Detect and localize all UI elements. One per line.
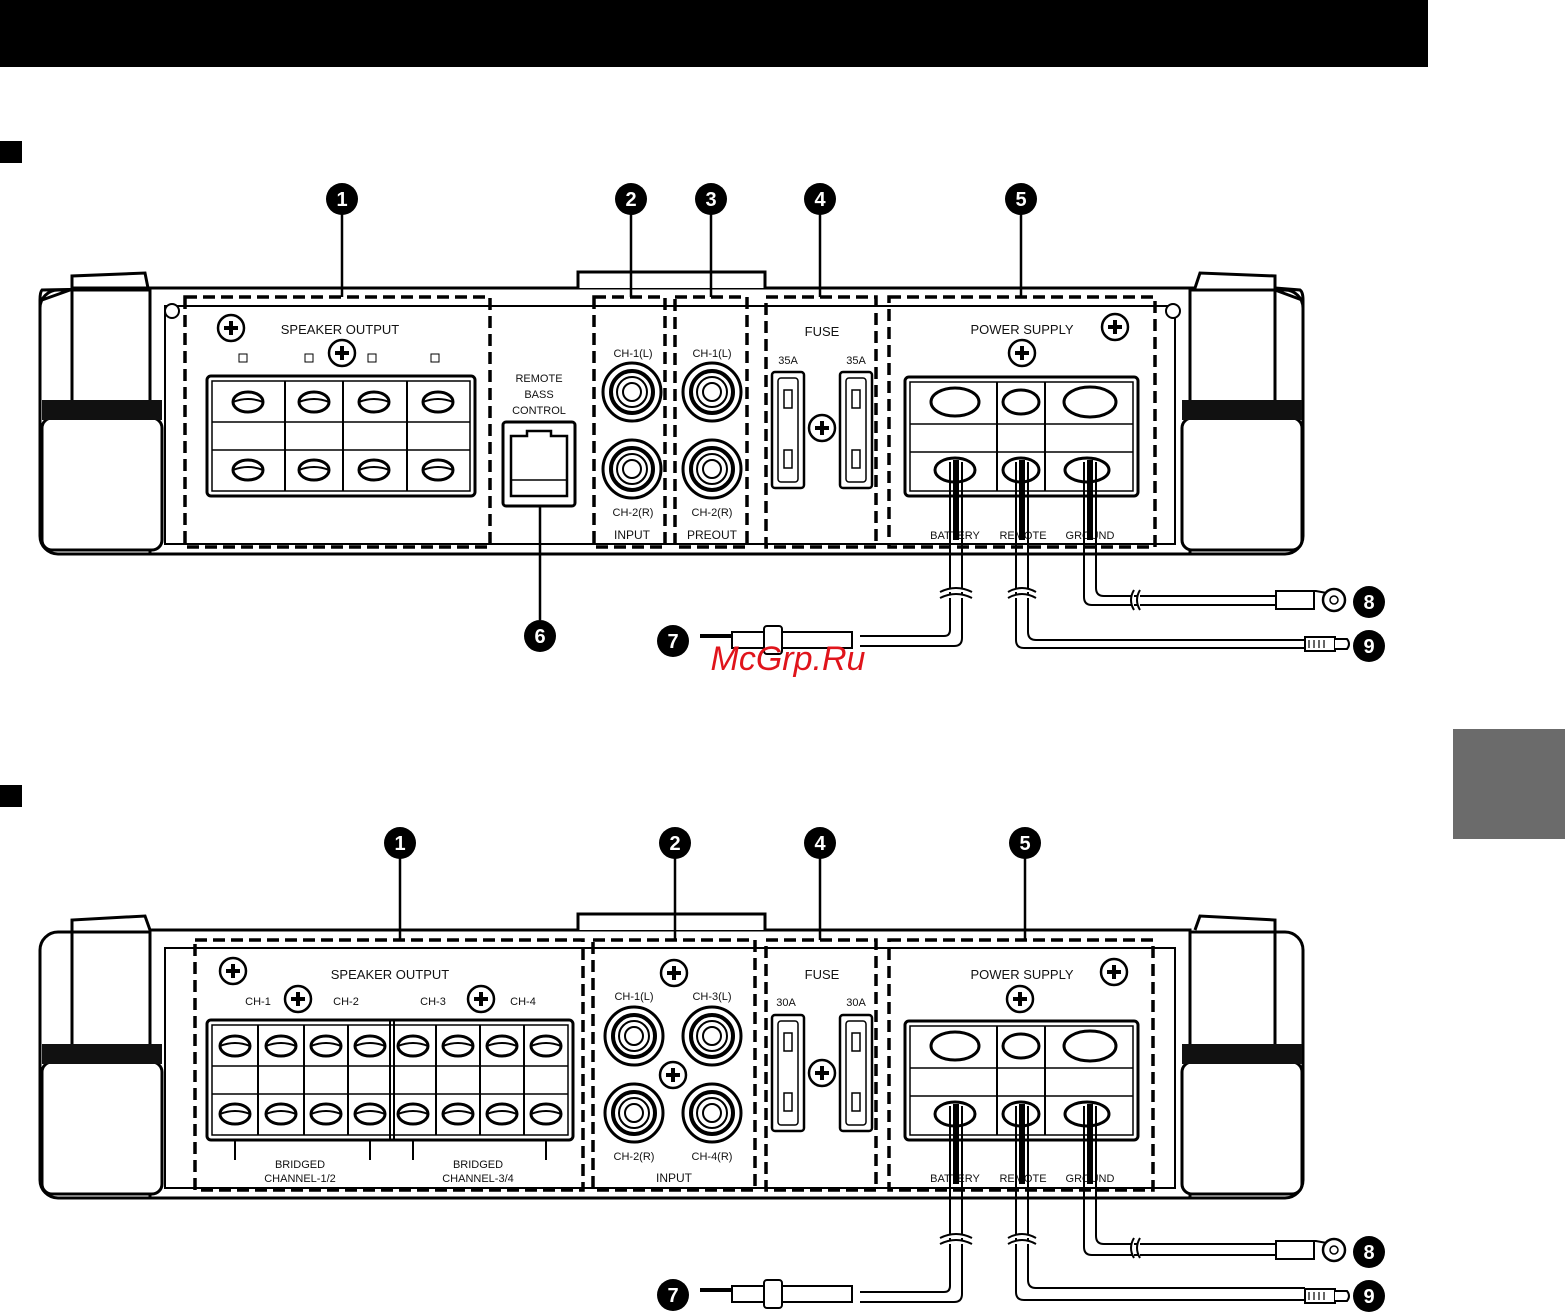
callout-1: 1 [326, 183, 358, 215]
input2-ch3-label: CH-3(L) [692, 991, 731, 1003]
callout-8: 8 [1353, 586, 1385, 618]
fuse-rating-right: 35A [846, 355, 866, 367]
speaker-ch4-label: CH-4 [510, 996, 536, 1008]
callout-8-b: 8 [1353, 1236, 1385, 1268]
speaker-ch1-label: CH-1 [245, 996, 271, 1008]
watermark: McGrp.Ru [711, 640, 866, 678]
preout-ch1-label: CH-1(L) [692, 348, 731, 360]
amplifier-diagram-1: SPEAKER OUTPUT REMOTE BASS CONTROL CH-1(… [38, 214, 1350, 656]
bridged-34-channel-label: CHANNEL-3/4 [442, 1173, 514, 1185]
input2-ch4-label: CH-4(R) [692, 1151, 733, 1163]
speaker-ch2-label: CH-2 [333, 996, 359, 1008]
remote-bass-label-1: REMOTE [515, 373, 562, 385]
callouts: 1 2 3 4 5 6 7 8 9 1 2 4 5 7 8 9 [326, 183, 1385, 1312]
svg-text:7: 7 [667, 631, 678, 653]
remote-bass-label-2: BASS [524, 389, 553, 401]
callout-5: 5 [1005, 183, 1037, 215]
speaker-ch3-label: CH-3 [420, 996, 446, 1008]
callout-5-b: 5 [1009, 827, 1041, 859]
svg-text:9: 9 [1363, 636, 1374, 658]
remote-bass-label-3: CONTROL [512, 405, 566, 417]
section-marker-1 [0, 141, 22, 163]
input-ch2-label: CH-2(R) [613, 507, 654, 519]
input2-label: INPUT [656, 1171, 693, 1185]
header-bar [0, 0, 1428, 67]
fuse2-label: FUSE [805, 967, 840, 982]
svg-text:3: 3 [705, 189, 716, 211]
callout-7-b: 7 [657, 1279, 689, 1311]
svg-text:8: 8 [1363, 1242, 1374, 1264]
preout-label: PREOUT [687, 528, 738, 542]
svg-text:4: 4 [814, 189, 826, 211]
callout-2: 2 [615, 183, 647, 215]
svg-text:5: 5 [1015, 189, 1026, 211]
preout-ch2-label: CH-2(R) [692, 507, 733, 519]
callout-2-b: 2 [659, 827, 691, 859]
callout-7: 7 [657, 625, 689, 657]
power-supply2-label: POWER SUPPLY [970, 967, 1073, 982]
amplifier-diagram-2: SPEAKER OUTPUT CH-1 CH-2 CH-3 CH-4 [38, 858, 1350, 1310]
section-marker-2 [0, 785, 22, 807]
input-ch1-label: CH-1(L) [613, 348, 652, 360]
svg-text:1: 1 [336, 189, 347, 211]
fuse-rating-left: 35A [778, 355, 798, 367]
svg-text:5: 5 [1019, 833, 1030, 855]
input2-ch1-label: CH-1(L) [614, 991, 653, 1003]
svg-text:7: 7 [667, 1285, 678, 1307]
svg-text:9: 9 [1363, 1286, 1374, 1308]
speaker-output-label-2: SPEAKER OUTPUT [331, 967, 450, 982]
callout-4: 4 [804, 183, 836, 215]
callout-9-b: 9 [1353, 1280, 1385, 1312]
svg-text:2: 2 [669, 833, 680, 855]
svg-text:1: 1 [394, 833, 405, 855]
svg-text:6: 6 [534, 626, 545, 648]
bridged-12-label: BRIDGED [275, 1159, 325, 1171]
callout-3: 3 [695, 183, 727, 215]
fuse2-rating-right: 30A [846, 997, 866, 1009]
fuse-label: FUSE [805, 324, 840, 339]
callout-1-b: 1 [384, 827, 416, 859]
svg-text:4: 4 [814, 833, 826, 855]
callout-6: 6 [524, 620, 556, 652]
bridged-34-label: BRIDGED [453, 1159, 503, 1171]
svg-text:2: 2 [625, 189, 636, 211]
bridged-12-channel-label: CHANNEL-1/2 [264, 1173, 336, 1185]
fuse2-rating-left: 30A [776, 997, 796, 1009]
power-supply-label: POWER SUPPLY [970, 322, 1073, 337]
page-side-tab [1453, 729, 1565, 839]
callout-4-b: 4 [804, 827, 836, 859]
speaker-output-label: SPEAKER OUTPUT [281, 322, 400, 337]
input2-ch2-label: CH-2(R) [614, 1151, 655, 1163]
input-label: INPUT [614, 528, 651, 542]
callout-9: 9 [1353, 630, 1385, 662]
svg-text:8: 8 [1363, 592, 1374, 614]
